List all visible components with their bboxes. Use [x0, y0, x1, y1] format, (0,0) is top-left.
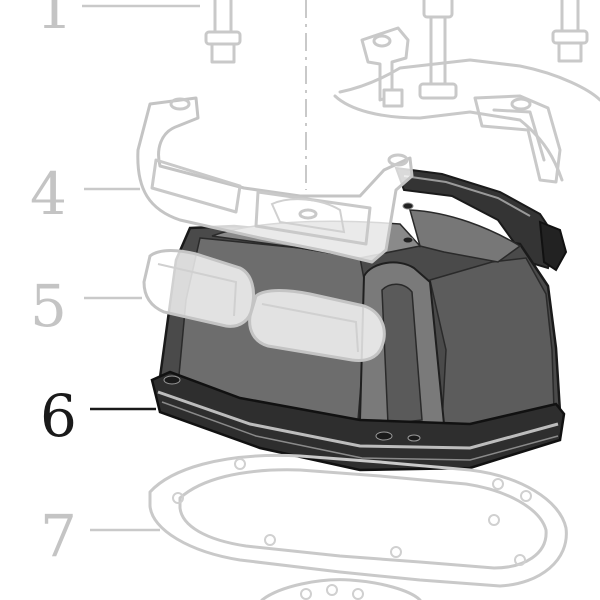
part-6-side-latch	[538, 220, 568, 272]
bottom-partial-part	[260, 578, 422, 600]
part-6-top-screw	[402, 202, 414, 210]
bottom-part-hole-2	[326, 584, 338, 596]
part-7-gasket: 7	[40, 453, 568, 588]
part-6-top-dome-right	[408, 209, 522, 263]
part-5-pad-left-inner	[157, 263, 238, 317]
part-4-hole-right	[387, 153, 409, 167]
part-number-7: 7	[40, 502, 77, 570]
part-7-gasket-inner	[178, 468, 548, 570]
bottom-part-hole-1	[300, 588, 312, 600]
part-6-right-flank	[429, 257, 555, 427]
part-1-frame-hole	[510, 97, 532, 111]
part-number-4: 4	[30, 160, 67, 228]
part-6-top-screw-2	[402, 236, 414, 244]
part-7-hole-2	[234, 458, 246, 470]
part-6-flange-lower-edge	[161, 401, 559, 461]
part-5-pads: 5	[30, 249, 386, 362]
part-1-center-shaft	[418, 0, 458, 100]
part-5-pad-right-inner	[261, 303, 359, 353]
part-1-bracket	[360, 26, 410, 108]
part-1-frame-top-edge	[338, 58, 600, 102]
part-1-frame-arm-inner	[492, 108, 546, 162]
part-number-1: 1	[36, 0, 73, 42]
part-6-center-rib-recess	[381, 283, 423, 425]
part-7-hole-7	[390, 546, 402, 558]
part-4-hole-left	[169, 97, 191, 111]
part-6-base-flange	[150, 370, 566, 472]
part-6-flange-hole-center	[375, 431, 393, 441]
part-number-5: 5	[30, 272, 67, 340]
part-1-assembly: 1	[36, 0, 600, 184]
bottom-part-outline	[260, 578, 422, 600]
part-4-window-left	[150, 158, 242, 214]
part-number-6: 6	[40, 382, 77, 450]
part-7-hole-6	[514, 554, 526, 566]
part-7-hole-4	[520, 490, 532, 502]
part-6-top-cover-highlight	[403, 175, 531, 217]
part-4-window-right	[254, 190, 372, 246]
part-7-hole-8	[264, 534, 276, 546]
part-7-hole-1	[172, 492, 184, 504]
bottom-part-hole-3	[352, 588, 364, 600]
part-6-flange-hole-center-2	[407, 434, 421, 442]
part-4-window-right-detail	[270, 198, 346, 234]
part-1-bolt-right	[551, 0, 589, 63]
part-7-hole-5	[488, 514, 500, 526]
part-1-frame-inner-edge	[333, 94, 564, 182]
part-4-frame-body	[136, 96, 414, 264]
part-6-callout: 6	[40, 382, 156, 450]
part-6-flange-edge-highlight	[157, 390, 559, 450]
part-7-hole-3	[492, 478, 504, 490]
part-4-frame: 4	[30, 96, 414, 264]
part-7-gasket-outer	[148, 453, 568, 588]
part-6-flange-hole-left	[163, 375, 181, 385]
part-1-bolt-left	[204, 0, 242, 64]
part-4-center-hole	[298, 208, 318, 220]
